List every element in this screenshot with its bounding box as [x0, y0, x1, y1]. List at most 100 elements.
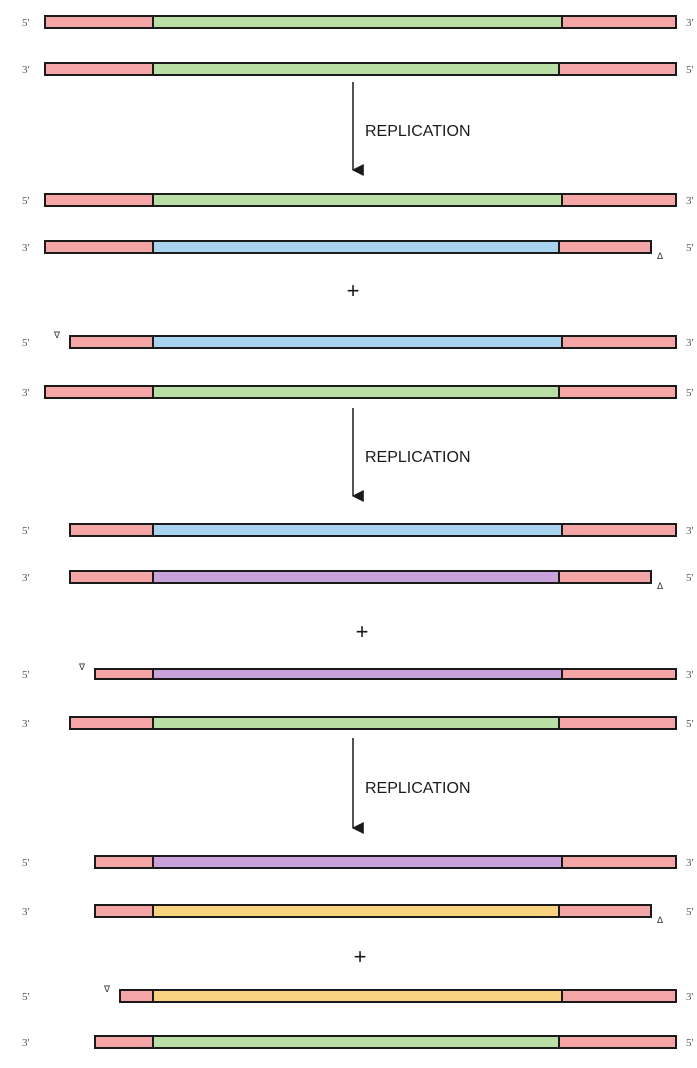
telomere-right-segment — [561, 15, 677, 29]
plus-sign: + — [347, 278, 360, 303]
telomere-left-segment — [44, 193, 154, 207]
strand-body-round3 — [152, 989, 563, 1003]
strand-body-round3 — [152, 904, 560, 918]
strand-right-end-label: 5' — [686, 906, 694, 918]
dna-strand-2: 3' 5' — [22, 62, 694, 76]
dna-strand-3: 5' 3' — [22, 193, 694, 207]
telomere-right-segment — [558, 240, 652, 254]
dna-strand-13: 5' 3' ∇ — [22, 985, 694, 1003]
strand-right-end-label: 3' — [686, 991, 694, 1003]
telomere-right-segment — [561, 335, 677, 349]
strand-right-end-label: 5' — [686, 387, 694, 399]
primer-removed-marker-icon: Δ — [657, 582, 664, 592]
strand-right-end-label: 5' — [686, 718, 694, 730]
strand-left-end-label: 3' — [22, 64, 30, 76]
telomere-left-segment — [94, 904, 154, 918]
strand-right-end-label: 3' — [686, 525, 694, 537]
strand-body-original — [152, 385, 560, 399]
primer-gap-marker-icon: ∇ — [78, 663, 86, 673]
telomere-right-segment — [561, 855, 677, 869]
telomere-right-segment — [558, 716, 677, 730]
telomere-right-segment — [558, 385, 677, 399]
strand-right-end-label: 5' — [686, 572, 694, 584]
telomere-right-segment — [561, 989, 677, 1003]
strand-body-round2 — [152, 570, 560, 584]
telomere-left-segment — [69, 335, 154, 349]
dna-strand-7: 5' 3' — [22, 523, 694, 537]
strand-left-end-label: 5' — [22, 195, 30, 207]
replication-label: REPLICATION — [365, 780, 471, 797]
strand-left-end-label: 3' — [22, 387, 30, 399]
plus-sign: + — [354, 944, 367, 969]
dna-strand-12: 3'5'Δ — [22, 904, 694, 926]
strand-body-round1 — [152, 335, 563, 349]
telomere-left-segment — [69, 523, 154, 537]
dna-strand-6: 3' 5' — [22, 385, 694, 399]
strand-left-end-label: 5' — [22, 669, 30, 681]
dna-strand-9: 5' 3' ∇ — [22, 663, 694, 681]
strand-body-original — [152, 62, 560, 76]
strand-left-end-label: 3' — [22, 906, 30, 918]
dna-strand-8: 3' 5' Δ — [22, 570, 694, 592]
telomere-right-segment — [558, 570, 652, 584]
telomere-left-segment — [44, 62, 154, 76]
strand-left-end-label: 3' — [22, 242, 30, 254]
telomere-left-segment — [44, 385, 154, 399]
strand-left-end-label: 5' — [22, 337, 30, 349]
telomere-right-segment — [561, 523, 677, 537]
strand-right-end-label: 5' — [686, 1037, 694, 1049]
strand-left-end-label: 3' — [22, 718, 30, 730]
dna-strand-10: 3' 5' — [22, 716, 694, 730]
replication-label: REPLICATION — [365, 123, 471, 140]
strand-body-original — [152, 193, 563, 207]
strand-right-end-label: 3' — [686, 669, 694, 681]
plus-sign: + — [356, 619, 369, 644]
replication-step-1: REPLICATION — [351, 82, 471, 176]
dna-strand-11: 5'3' — [22, 855, 694, 869]
telomere-left-segment — [44, 240, 154, 254]
telomere-right-segment — [561, 193, 677, 207]
dna-strand-1: 5' 3' — [22, 15, 694, 29]
strand-right-end-label: 3' — [686, 195, 694, 207]
strands-layer: 5'3'3'5'5'3'3'5'Δ5'3'∇3'5'5'3'3'5'Δ5'3'∇… — [22, 15, 694, 1049]
telomere-left-segment — [94, 855, 154, 869]
primer-gap-marker-icon: ∇ — [53, 331, 61, 341]
replication-step-2: REPLICATION — [351, 408, 471, 502]
replication-label: REPLICATION — [365, 449, 471, 466]
strand-right-end-label: 3' — [686, 17, 694, 29]
telomere-left-segment — [69, 716, 154, 730]
dna-strand-5: 5' 3' ∇ — [22, 331, 694, 349]
strand-left-end-label: 3' — [22, 1037, 30, 1049]
plus-sign-2: + — [356, 619, 369, 644]
strand-right-end-label: 3' — [686, 337, 694, 349]
strand-body-original — [152, 15, 563, 29]
telomere-left-segment — [44, 15, 154, 29]
strand-left-end-label: 3' — [22, 572, 30, 584]
replication-step-3: REPLICATION — [351, 738, 471, 834]
strand-body-original — [152, 1035, 560, 1049]
telomere-left-segment — [119, 989, 154, 1003]
strand-body-round2 — [152, 855, 563, 869]
plus-sign-3: + — [354, 944, 367, 969]
telomere-right-segment — [558, 62, 677, 76]
strand-body-round2 — [152, 668, 563, 680]
strand-body-round1 — [152, 523, 563, 537]
plus-sign-1: + — [347, 278, 360, 303]
dna-strand-14: 3' 5' — [22, 1035, 694, 1049]
strand-right-end-label: 5' — [686, 242, 694, 254]
primer-removed-marker-icon: Δ — [657, 252, 664, 262]
primer-gap-marker-icon: ∇ — [103, 985, 111, 995]
telomere-left-segment — [69, 570, 154, 584]
strand-left-end-label: 5' — [22, 991, 30, 1003]
strand-left-end-label: 5' — [22, 525, 30, 537]
telomere-left-segment — [94, 1035, 154, 1049]
dna-strand-4: 3' 5' Δ — [22, 240, 694, 262]
strand-body-original — [152, 716, 560, 730]
telomere-right-segment — [561, 668, 677, 680]
strand-body-round1 — [152, 240, 560, 254]
strand-right-end-label: 5' — [686, 64, 694, 76]
strand-left-end-label: 5' — [22, 17, 30, 29]
telomere-right-segment — [558, 904, 652, 918]
strand-left-end-label: 5' — [22, 857, 30, 869]
